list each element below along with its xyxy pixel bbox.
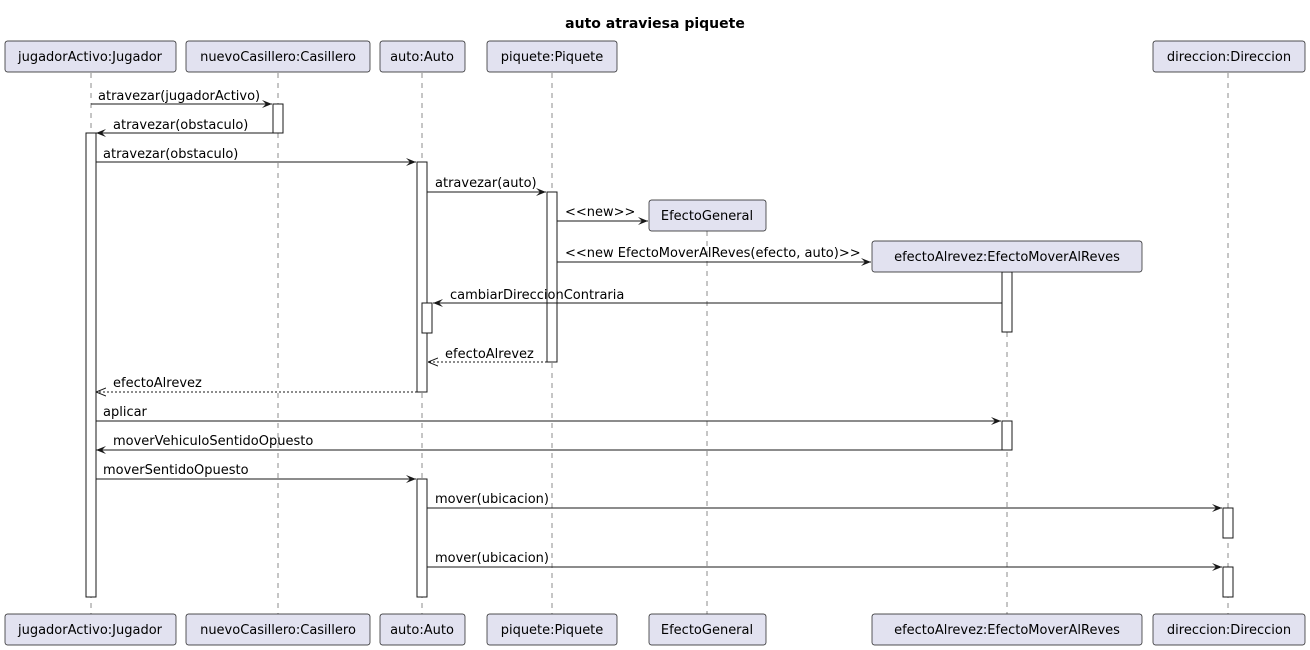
participant-label: nuevoCasillero:Casillero — [200, 623, 356, 638]
message-efectoalrevez-return-2: efectoAlrevez — [96, 376, 417, 392]
participant-jugador-bottom: jugadorActivo:Jugador — [4, 613, 177, 646]
participant-label: efectoAlrevez:EfectoMoverAlReves — [894, 623, 1120, 638]
message-moversentidoopuesto: moverSentidoOpuesto — [96, 463, 416, 483]
participant-casillero-top: nuevoCasillero:Casillero — [185, 40, 371, 73]
participant-label: direccion:Direccion — [1167, 623, 1291, 638]
participant-label: efectoAlrevez:EfectoMoverAlReves — [894, 250, 1120, 265]
message-label: atravezar(obstaculo) — [113, 118, 248, 133]
participant-label: piquete:Piquete — [501, 623, 604, 638]
message-atravezar-auto: atravezar(auto) — [427, 176, 546, 196]
activation-auto-1 — [416, 161, 428, 393]
participant-label: auto:Auto — [390, 623, 454, 638]
participant-direccion-bottom: direccion:Direccion — [1152, 613, 1306, 646]
participant-label: EfectoGeneral — [661, 623, 753, 638]
message-atravezar-obstaculo: atravezar(obstaculo) — [96, 147, 416, 166]
participant-auto-bottom: auto:Auto — [379, 613, 466, 646]
message-label: moverSentidoOpuesto — [103, 463, 249, 478]
message-mover-ubicacion-2: mover(ubicacion) — [427, 551, 1222, 571]
participant-jugador-top: jugadorActivo:Jugador — [4, 40, 177, 73]
activation-jugador — [85, 132, 97, 598]
message-label: efectoAlrevez — [445, 347, 534, 362]
message-atravezar-obstaculo-return: atravezar(obstaculo) — [96, 118, 273, 137]
participant-piquete-top: piquete:Piquete — [486, 40, 618, 73]
message-cambiardireccioncontraria: cambiarDireccionContraria — [433, 288, 1002, 307]
message-label: efectoAlrevez — [113, 376, 202, 391]
participant-label: auto:Auto — [390, 50, 454, 65]
message-atravezar-jugadoractivo: atravezar(jugadorActivo) — [91, 89, 272, 108]
participant-piquete-bottom: piquete:Piquete — [486, 613, 618, 646]
activation-efectoalrevez-2 — [1001, 420, 1013, 451]
activation-auto-2 — [416, 478, 428, 598]
activation-casillero — [272, 103, 284, 134]
participant-label: nuevoCasillero:Casillero — [200, 50, 356, 65]
participant-label: EfectoGeneral — [661, 209, 753, 224]
activation-piquete — [546, 191, 558, 363]
diagram-title: auto atraviesa piquete — [565, 16, 745, 32]
participant-auto-top: auto:Auto — [379, 40, 466, 73]
participant-efectogeneral-created: EfectoGeneral — [648, 199, 767, 232]
participant-label: jugadorActivo:Jugador — [17, 623, 163, 638]
message-new-efectomoveralreves: <<new EfectoMoverAlReves(efecto, auto)>> — [557, 246, 871, 266]
message-mover-ubicacion-1: mover(ubicacion) — [427, 492, 1222, 512]
participant-efectoalrevez-bottom: efectoAlrevez:EfectoMoverAlReves — [871, 613, 1143, 646]
message-label: mover(ubicacion) — [435, 492, 549, 507]
message-label: moverVehiculoSentidoOpuesto — [113, 434, 313, 449]
participant-label: jugadorActivo:Jugador — [17, 50, 163, 65]
participant-casillero-bottom: nuevoCasillero:Casillero — [185, 613, 371, 646]
activation-efectoalrevez-1 — [1001, 271, 1013, 333]
message-label: aplicar — [103, 405, 148, 420]
activation-auto-nested — [421, 302, 433, 334]
message-aplicar: aplicar — [96, 405, 1001, 425]
participant-efectoalrevez-created: efectoAlrevez:EfectoMoverAlReves — [871, 240, 1143, 273]
message-efectoalrevez-return-1: efectoAlrevez — [428, 347, 547, 362]
participant-label: piquete:Piquete — [501, 50, 604, 65]
message-new-efectogeneral: <<new>> — [557, 205, 648, 225]
message-label: <<new>> — [565, 205, 635, 220]
message-label: atravezar(obstaculo) — [103, 147, 238, 162]
participant-direccion-top: direccion:Direccion — [1152, 40, 1306, 73]
message-label: atravezar(auto) — [435, 176, 537, 191]
participant-label: direccion:Direccion — [1167, 50, 1291, 65]
message-label: mover(ubicacion) — [435, 551, 549, 566]
message-movervehiculosentidoopuesto: moverVehiculoSentidoOpuesto — [96, 434, 1002, 454]
participant-efectogeneral-bottom: EfectoGeneral — [648, 613, 767, 646]
message-label: atravezar(jugadorActivo) — [98, 89, 260, 104]
activation-direccion-1 — [1222, 507, 1234, 539]
message-label: cambiarDireccionContraria — [450, 288, 624, 303]
message-label: <<new EfectoMoverAlReves(efecto, auto)>> — [565, 246, 861, 261]
activation-direccion-2 — [1222, 566, 1234, 598]
